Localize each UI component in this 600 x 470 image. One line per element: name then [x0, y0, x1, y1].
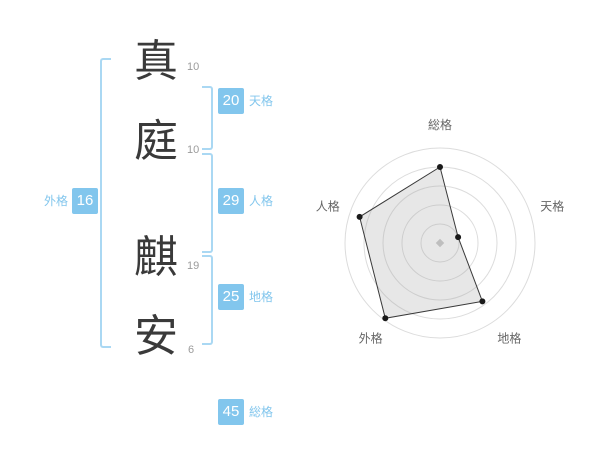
radar-point: [437, 164, 443, 170]
soukaku-label: 総格: [249, 405, 274, 419]
radar-point: [455, 234, 462, 241]
radar-axis-label: 総格: [428, 117, 452, 132]
radar-ring: [344, 147, 536, 339]
name-char-1: 真: [134, 37, 178, 86]
name-char-4: 安: [134, 312, 178, 361]
stroke-count-2: 10: [187, 144, 200, 156]
radar-point: [356, 213, 363, 220]
tenkaku-label: 天格: [249, 94, 274, 108]
radar-ring: [401, 204, 479, 282]
radar-center-dot: [435, 238, 445, 248]
tenkaku-bracket: [202, 86, 213, 150]
radar-ring: [382, 185, 498, 301]
chikaku-label: 地格: [249, 290, 274, 304]
radar-point: [382, 315, 389, 322]
jinkaku-label: 人格: [249, 194, 274, 208]
stroke-count-4: 6: [188, 344, 195, 356]
chikaku-value-badge: 25: [218, 284, 244, 310]
tenkaku-value-badge: 20: [218, 88, 244, 114]
stroke-count-1: 10: [187, 61, 200, 73]
radar-axis-label: 外格: [359, 331, 383, 346]
gaikaku-value-badge: 16: [72, 188, 98, 214]
radar-ring: [420, 223, 460, 263]
radar-axis-label: 天格: [540, 199, 564, 214]
jinkaku-value-badge: 29: [218, 188, 244, 214]
jinkaku-bracket: [202, 153, 213, 253]
radar-point: [479, 298, 486, 305]
radar-axis-label: 地格: [497, 331, 521, 346]
gaikaku-bracket: [100, 58, 111, 348]
name-char-2: 庭: [134, 117, 178, 166]
radar-polygon: [359, 166, 484, 319]
chikaku-bracket: [202, 255, 213, 345]
name-char-3: 麒: [134, 233, 178, 282]
gaikaku-label: 外格: [44, 194, 69, 208]
stroke-count-3: 19: [187, 260, 200, 272]
radar-axis-label: 人格: [316, 199, 340, 214]
soukaku-value-badge: 45: [218, 399, 244, 425]
